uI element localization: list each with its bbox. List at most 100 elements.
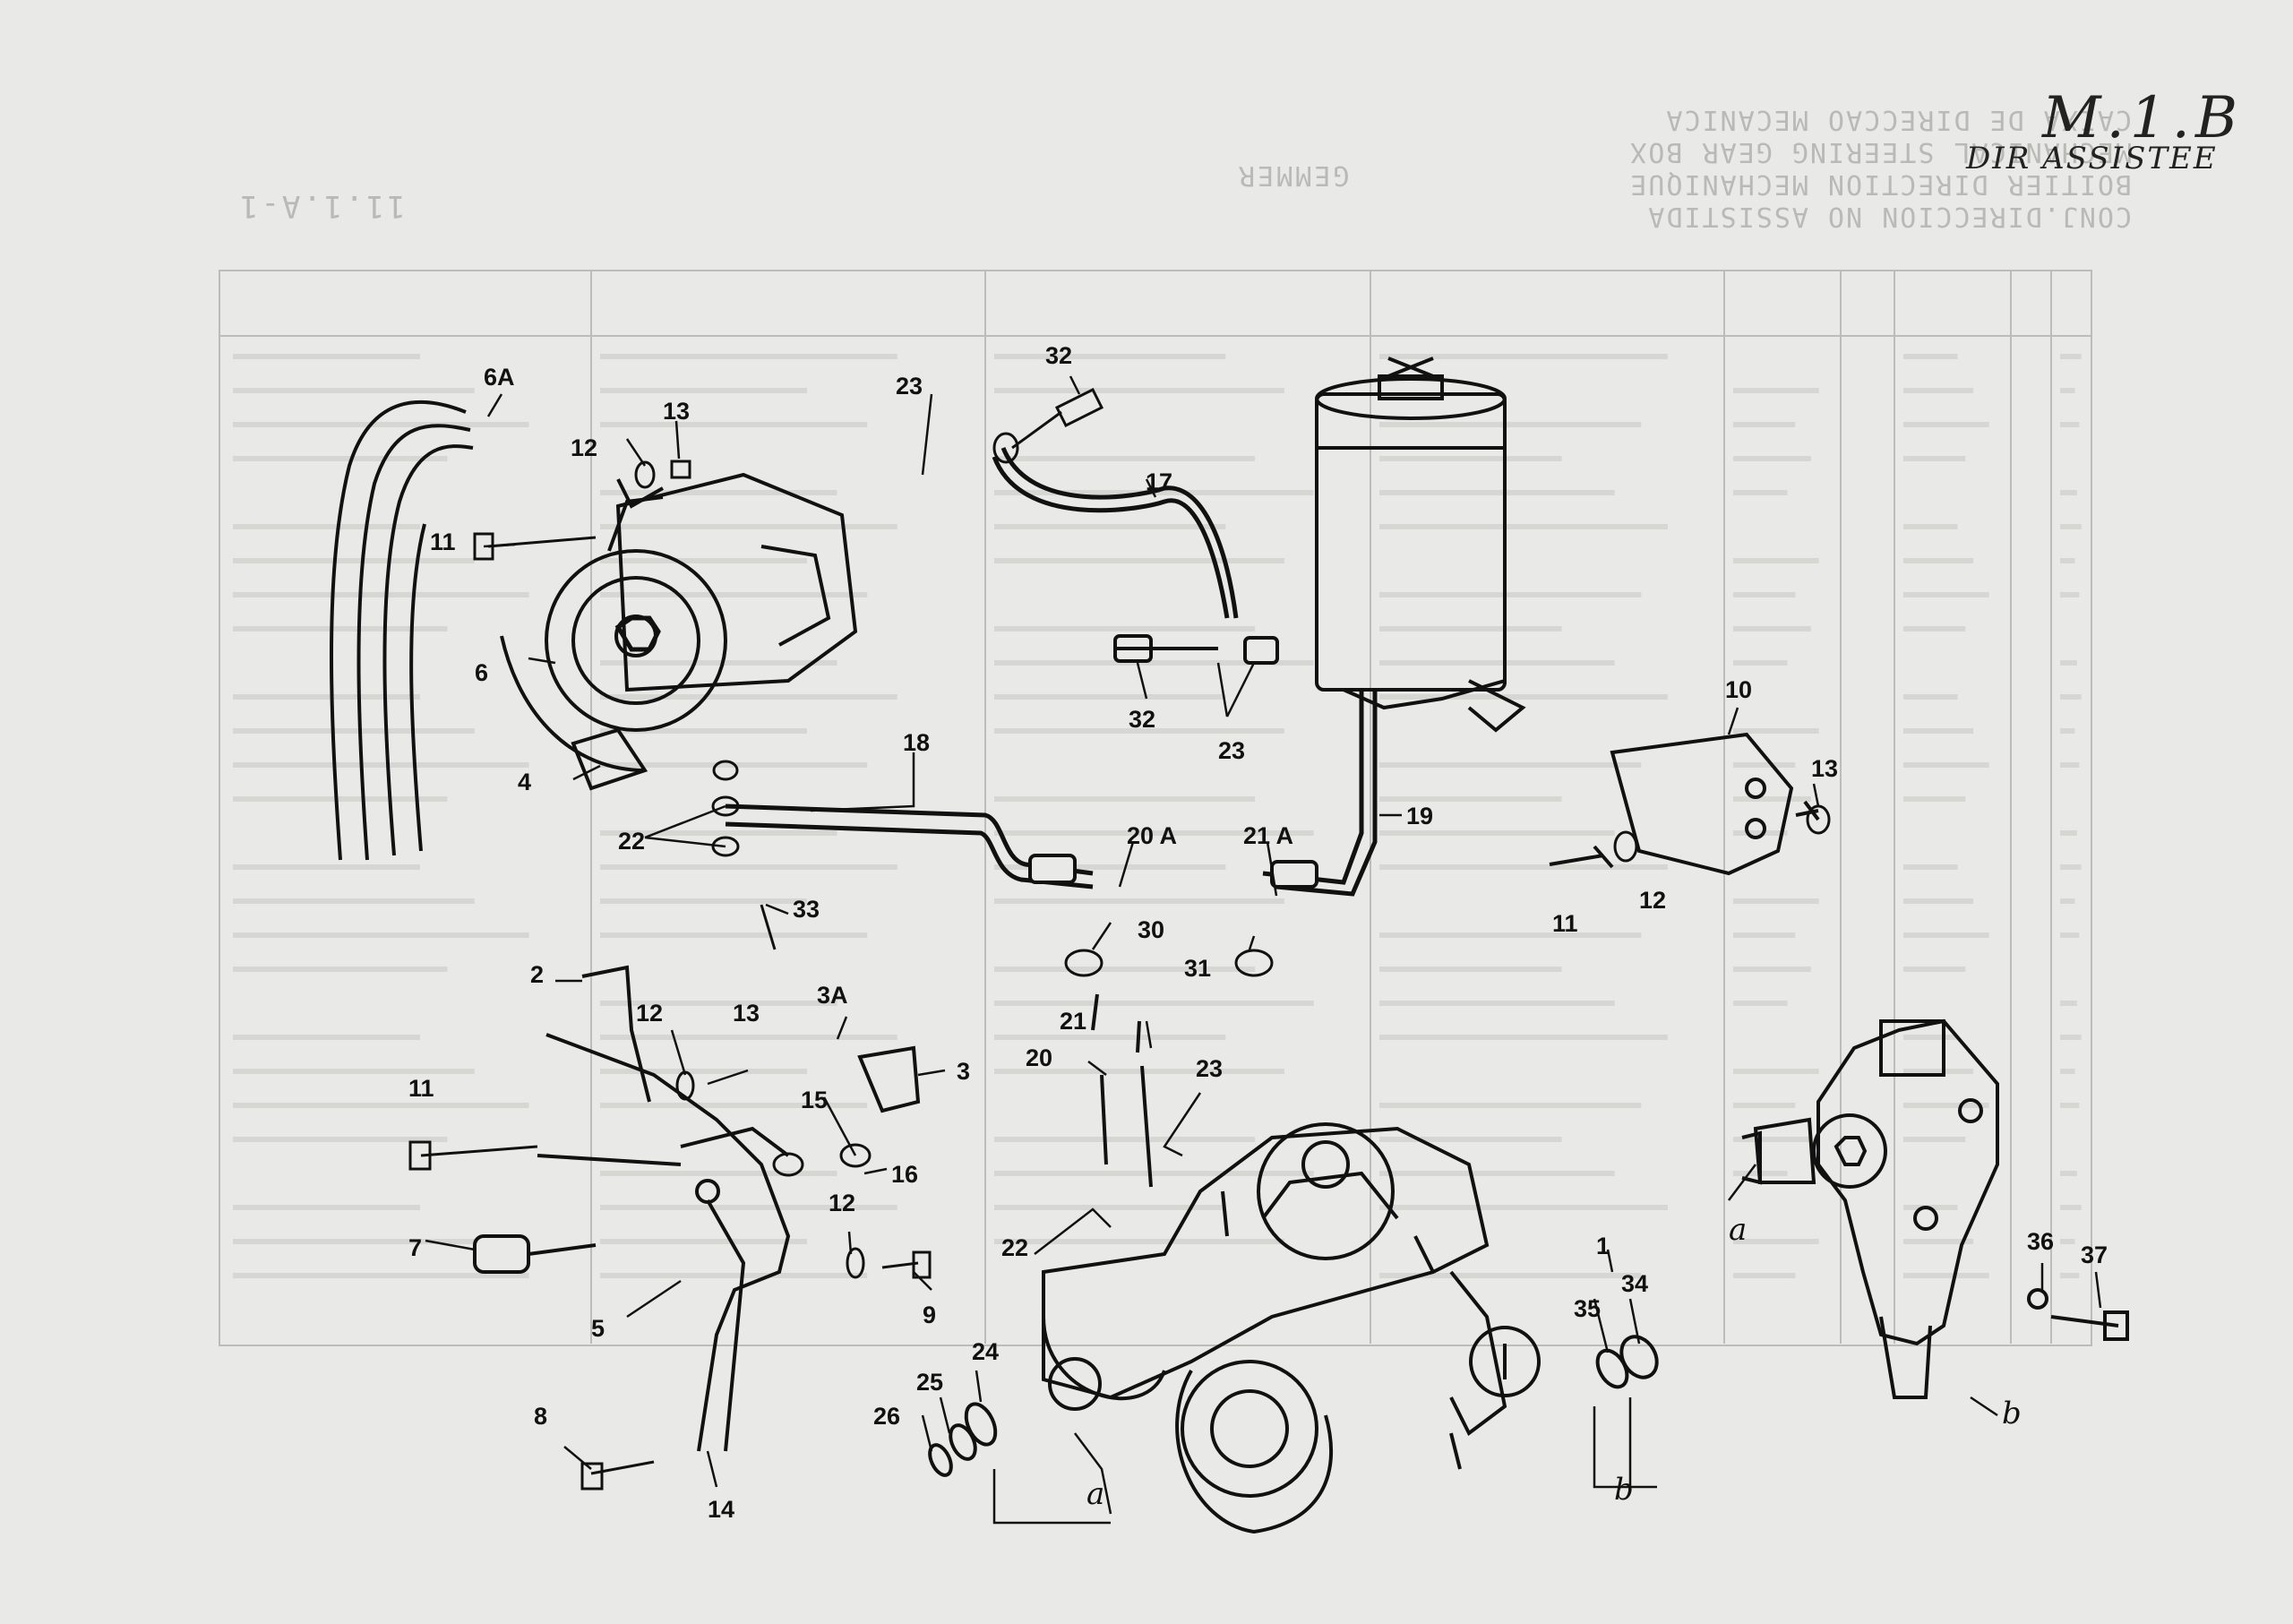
ghost-row-text bbox=[2060, 1205, 2082, 1210]
ghost-row-text bbox=[1733, 660, 1788, 666]
ghost-row-text bbox=[1379, 524, 1668, 529]
handwritten-note: DIR ASSISTEE bbox=[1966, 141, 2218, 176]
callout-10: 10 bbox=[1725, 676, 1753, 703]
ghost-row-text bbox=[994, 558, 1284, 563]
ghost-row-text bbox=[1903, 592, 1989, 597]
ghost-row-text bbox=[2060, 1273, 2080, 1278]
ghost-row-text bbox=[233, 728, 475, 734]
callout-23: 23 bbox=[896, 373, 923, 400]
ghost-row-text bbox=[994, 796, 1256, 802]
ghost-row-text bbox=[2060, 864, 2082, 870]
ghost-row-text bbox=[1379, 1273, 1642, 1278]
ghost-row-text bbox=[1903, 1239, 1974, 1244]
ghost-row-text bbox=[2060, 558, 2075, 563]
callout-24: 24 bbox=[972, 1338, 1000, 1365]
ghost-row-text bbox=[1903, 864, 1958, 870]
ghost-row-text bbox=[2060, 1171, 2077, 1176]
ghost-row-text bbox=[994, 898, 1284, 904]
ghost-row-text bbox=[1903, 728, 1974, 734]
callout-13: 13 bbox=[663, 398, 691, 425]
ghost-row-text bbox=[1903, 422, 1989, 427]
ghost-row-text bbox=[1733, 456, 1811, 461]
ghost-row-text bbox=[994, 660, 1314, 666]
ghost-row-text bbox=[994, 626, 1256, 632]
callout-36: 36 bbox=[2027, 1228, 2055, 1255]
ghost-row-text bbox=[1733, 932, 1796, 938]
ghost-row-text bbox=[1903, 388, 1974, 393]
ghost-row-text bbox=[994, 967, 1256, 972]
ghost-row-text bbox=[600, 1205, 897, 1210]
callout-34: 34 bbox=[1621, 1270, 1649, 1297]
ghost-row-text bbox=[1733, 796, 1811, 802]
ghost-row-text bbox=[233, 932, 529, 938]
ghost-row-text bbox=[2060, 1103, 2080, 1108]
callout-17: 17 bbox=[1146, 468, 1173, 495]
ghost-table-rows bbox=[233, 354, 2082, 1278]
ghost-row-text bbox=[994, 864, 1226, 870]
ghost-row-text bbox=[1379, 456, 1562, 461]
callout-13: 13 bbox=[1811, 755, 1839, 782]
ghost-row-text bbox=[600, 388, 807, 393]
ghost-row-text bbox=[994, 354, 1226, 359]
ghost-row-text bbox=[1903, 558, 1974, 563]
ghost-row-text bbox=[1733, 1273, 1796, 1278]
callout-32: 32 bbox=[1045, 342, 1073, 369]
steering-gear-box-alt-view bbox=[1741, 1018, 2129, 1399]
ghost-row-text bbox=[1903, 1103, 1989, 1108]
ghost-row-text bbox=[1903, 967, 1966, 972]
ghost-row-text bbox=[1733, 1069, 1819, 1074]
callout-22: 22 bbox=[618, 828, 646, 855]
bolts-and-washers bbox=[408, 387, 1831, 1491]
callout-3: 3 bbox=[957, 1058, 971, 1085]
ghost-row-text bbox=[233, 524, 420, 529]
handwritten-code: M.1.B bbox=[2042, 85, 2243, 151]
ghost-row-text bbox=[1379, 932, 1642, 938]
ghost-row-text bbox=[994, 1001, 1314, 1006]
callout-a: a bbox=[1086, 1476, 1105, 1512]
ghost-row-text bbox=[1903, 1137, 1966, 1142]
callout-12: 12 bbox=[636, 1000, 664, 1027]
handwritten-annotation: M.1.B DIR ASSISTEE bbox=[1966, 85, 2262, 202]
callout-6: 6 bbox=[475, 659, 489, 686]
callout-11: 11 bbox=[408, 1075, 434, 1102]
callout-11: 11 bbox=[1552, 910, 1578, 937]
callout-35: 35 bbox=[1574, 1295, 1602, 1322]
ghost-row-text bbox=[233, 1069, 475, 1074]
callout-21A: 21 A bbox=[1243, 822, 1294, 849]
ghost-row-text bbox=[1733, 1001, 1788, 1006]
ghost-row-text bbox=[233, 796, 448, 802]
callout-32: 32 bbox=[1129, 706, 1156, 733]
ghost-row-text bbox=[1379, 762, 1642, 768]
ghost-row-text bbox=[1903, 898, 1974, 904]
callout-20A: 20 A bbox=[1127, 822, 1178, 849]
seal-rings bbox=[928, 1335, 1659, 1477]
callout-7: 7 bbox=[408, 1234, 423, 1261]
ghost-row-text bbox=[600, 1239, 807, 1244]
callout-19: 19 bbox=[1406, 803, 1434, 829]
ghost-row-text bbox=[2060, 422, 2080, 427]
callout-26: 26 bbox=[873, 1403, 901, 1430]
ghost-row-text bbox=[1903, 1273, 1989, 1278]
ghost-row-text bbox=[1733, 967, 1811, 972]
ghost-row-text bbox=[600, 592, 868, 597]
callout-1: 1 bbox=[1596, 1233, 1610, 1259]
ghost-row-text bbox=[1903, 354, 1958, 359]
ghost-row-text bbox=[1379, 694, 1668, 700]
ghost-row-text bbox=[2060, 524, 2082, 529]
ghost-row-text bbox=[2060, 694, 2082, 700]
callout-33: 33 bbox=[793, 896, 820, 923]
ghost-row-text bbox=[2060, 388, 2075, 393]
ghost-row-text bbox=[1733, 1137, 1811, 1142]
ghost-row-text bbox=[1903, 1035, 1958, 1040]
ghost-row-text bbox=[1733, 830, 1788, 836]
ghost-row-text bbox=[1903, 694, 1958, 700]
fluid-reservoir bbox=[1315, 357, 1526, 733]
ghost-row-text bbox=[2060, 898, 2075, 904]
callout-16: 16 bbox=[891, 1161, 919, 1188]
ghost-row-text bbox=[994, 388, 1284, 393]
ghost-row-text bbox=[1733, 388, 1819, 393]
ghost-row-text bbox=[233, 898, 475, 904]
callout-22: 22 bbox=[1001, 1234, 1029, 1261]
ghost-row-text bbox=[994, 1205, 1226, 1210]
ghost-row-text bbox=[1733, 898, 1819, 904]
